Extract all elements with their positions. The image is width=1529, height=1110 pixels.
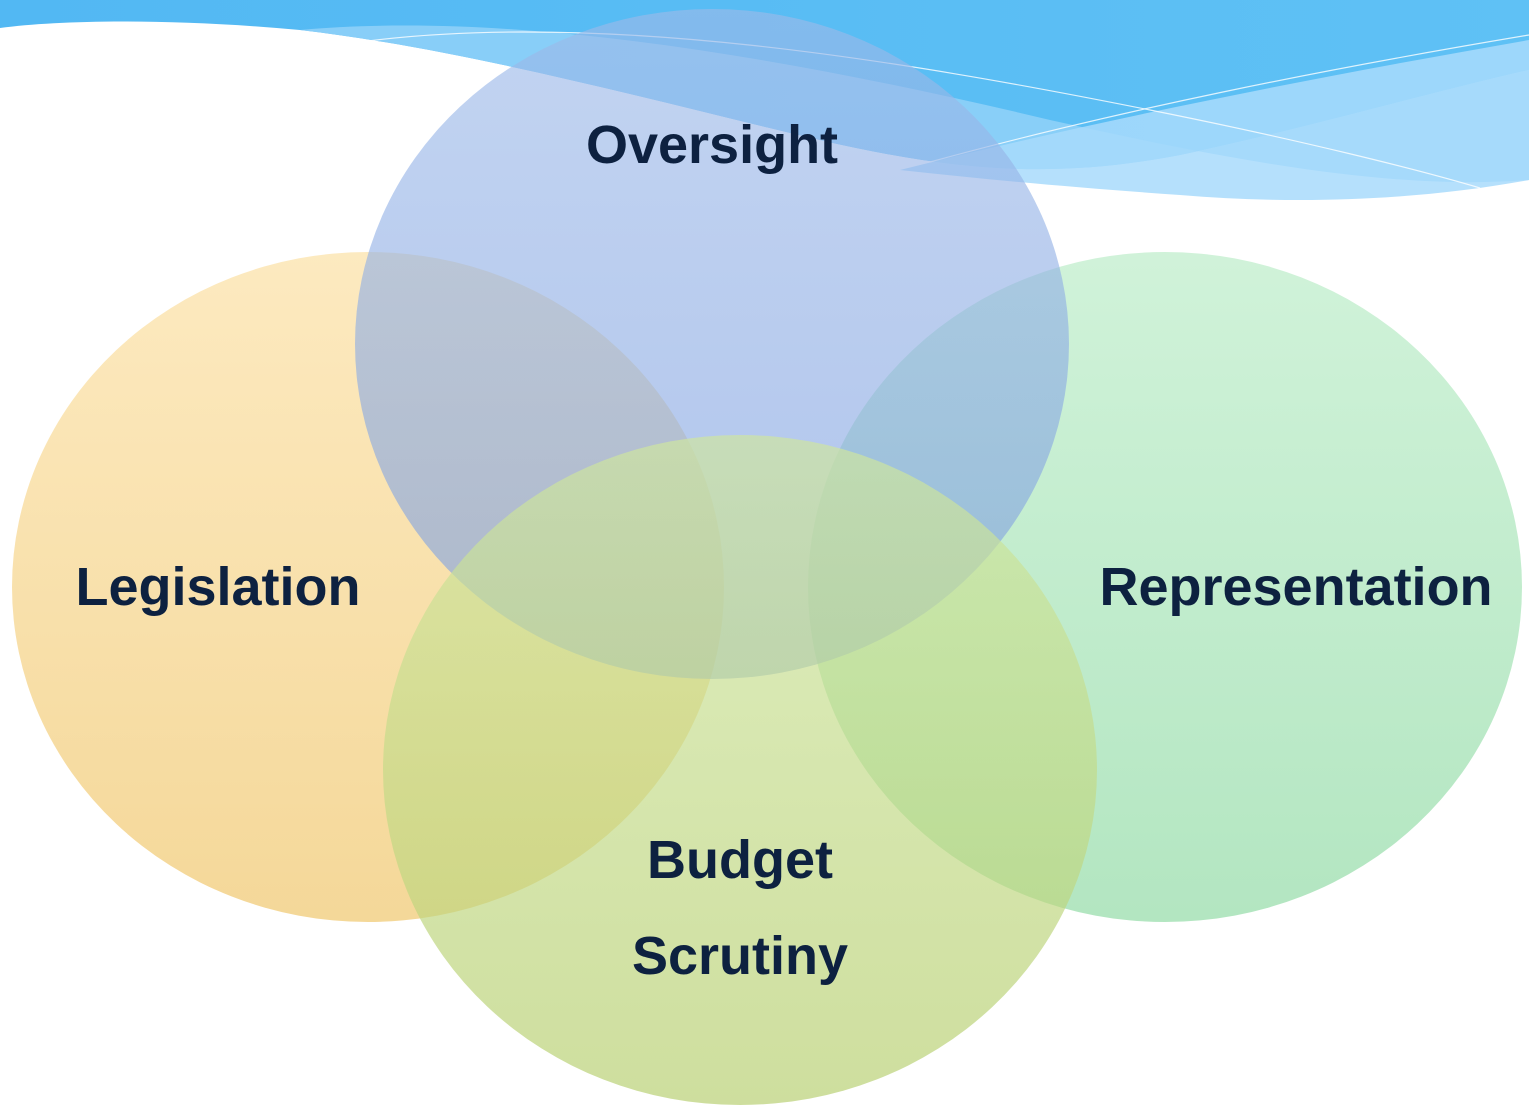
budget-scrutiny-label: Budget Scrutiny: [632, 812, 848, 1004]
legislation-label: Legislation: [75, 557, 361, 617]
oversight-label: Oversight: [585, 115, 839, 175]
representation-label: Representation: [1099, 557, 1493, 617]
budget-scrutiny-circle: [383, 435, 1097, 1105]
budget-label-line-2: Scrutiny: [631, 926, 849, 986]
budget-label-line-1: Budget: [647, 830, 833, 890]
